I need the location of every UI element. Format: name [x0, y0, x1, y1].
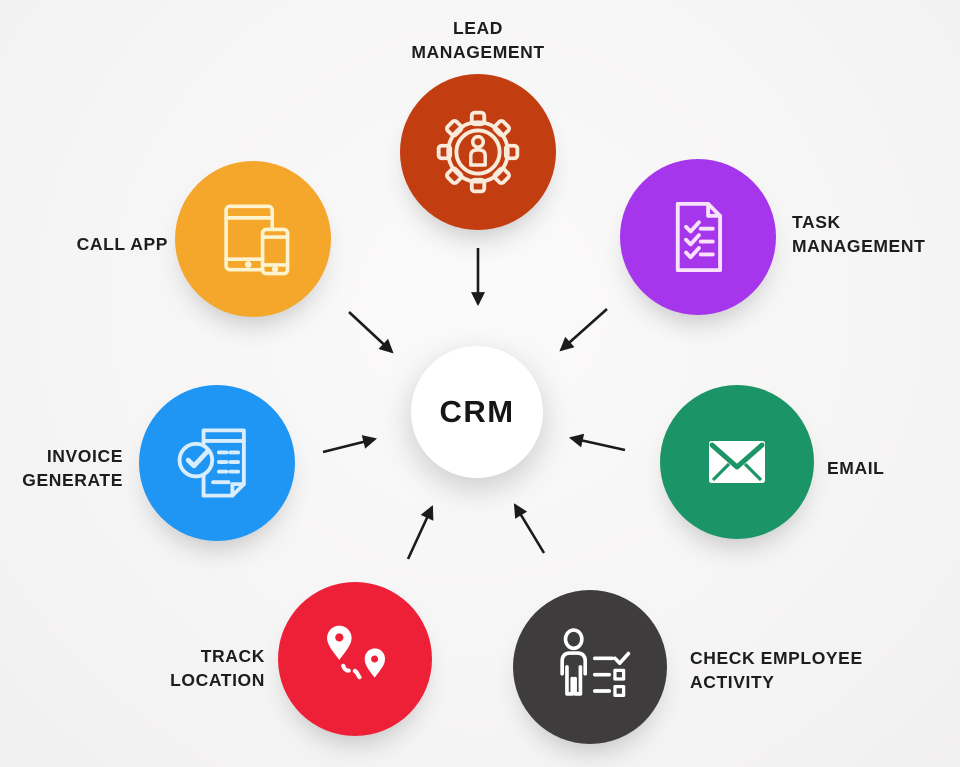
arrow-invoice-to-crm — [322, 435, 378, 454]
crm-label: CRM — [439, 394, 515, 429]
tablet-phone-icon — [224, 204, 290, 276]
label-invoice-generate: INVOICE GENERATE — [0, 444, 123, 492]
arrow-check-to-crm — [513, 503, 546, 554]
crm-center-node: CRM — [411, 346, 543, 478]
label-track-location: TRACK LOCATION — [105, 644, 265, 692]
label-line: LEAD — [452, 18, 504, 38]
gear-person-icon — [436, 110, 520, 194]
label-line: GENERATE — [22, 470, 123, 490]
node-invoice-generate — [139, 385, 295, 541]
label-task-management: TASK MANAGEMENT — [792, 210, 952, 258]
node-task-management — [620, 159, 776, 315]
label-line: TASK — [792, 212, 841, 232]
map-pins-route-icon — [327, 625, 385, 681]
label-email: EMAIL — [827, 456, 947, 480]
label-line: ACTIVITY — [690, 672, 775, 692]
invoice-check-icon — [177, 428, 246, 498]
arrow-callapp-to-crm — [348, 311, 394, 354]
label-line: MANAGEMENT — [411, 42, 545, 62]
label-line: EMAIL — [827, 458, 885, 478]
arrow-track-to-crm — [406, 505, 434, 560]
node-call-app — [175, 161, 331, 317]
label-line: MANAGEMENT — [792, 236, 926, 256]
label-line: CHECK EMPLOYEE — [690, 648, 863, 668]
node-lead-management — [400, 74, 556, 230]
employee-checklist-icon — [560, 628, 631, 697]
label-line: CALL APP — [76, 234, 168, 254]
label-line: TRACK — [200, 646, 265, 666]
label-lead-management: LEAD MANAGEMENT — [378, 16, 578, 64]
arrow-email-to-crm — [568, 433, 626, 452]
envelope-icon — [709, 441, 765, 483]
checklist-document-icon — [675, 201, 723, 273]
node-track-location — [278, 582, 432, 736]
node-email — [660, 385, 814, 539]
arrow-task-to-crm — [559, 308, 608, 352]
label-line: INVOICE — [46, 446, 123, 466]
label-line: LOCATION — [170, 670, 265, 690]
label-call-app: CALL APP — [48, 232, 168, 256]
label-check-employee-activity: CHECK EMPLOYEE ACTIVITY — [690, 646, 915, 694]
node-check-employee-activity — [513, 590, 667, 744]
